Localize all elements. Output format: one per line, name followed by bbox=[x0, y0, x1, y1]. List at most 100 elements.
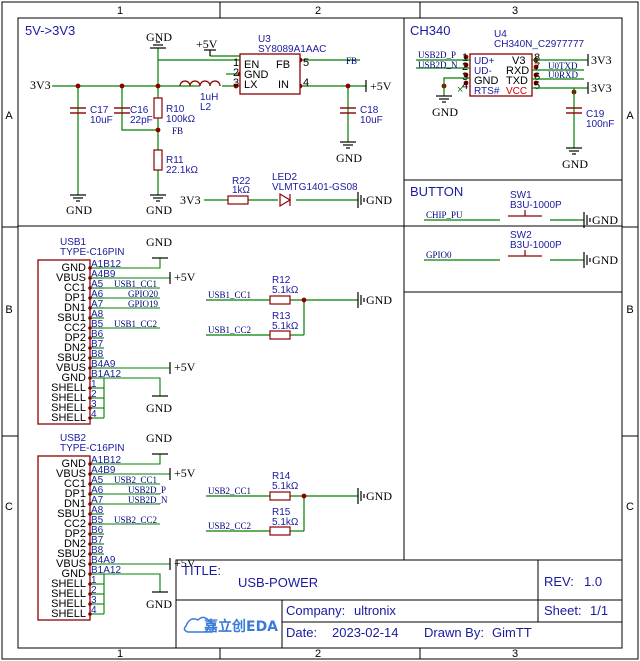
usb1-gnd-wire bbox=[104, 258, 161, 269]
net-3v3-led: 3V3 bbox=[180, 193, 201, 207]
usb1-pinnum-4: A7 bbox=[91, 299, 104, 310]
gnd-symbol-u4 bbox=[436, 95, 452, 103]
col-label-1-bottom: 1 bbox=[117, 648, 123, 660]
u4-pin-rts: RTS# bbox=[474, 86, 500, 97]
usb1-pin-7: DP2 bbox=[65, 332, 86, 344]
usb1-pin-dot-10 bbox=[88, 366, 92, 370]
usb1-pin-dot-11 bbox=[88, 376, 92, 380]
usb1-pin-2: CC1 bbox=[64, 282, 86, 294]
gnd-label-sw2: GND bbox=[592, 253, 618, 267]
usb1-pin-dot-7 bbox=[88, 336, 92, 340]
r14-value: 5.1kΩ bbox=[272, 481, 299, 492]
usb2-pin-dot-11 bbox=[88, 572, 92, 576]
usb2-pin-4: DN1 bbox=[64, 498, 86, 510]
usb1-pinnum-1: A4B9 bbox=[91, 269, 116, 280]
usb1-pin-6: CC2 bbox=[64, 322, 86, 334]
rev-label: REV: bbox=[544, 574, 574, 589]
ic-u3 bbox=[239, 53, 301, 95]
usb1-pin-9: SBU2 bbox=[57, 352, 86, 364]
usb1-gndb-wire bbox=[104, 377, 161, 396]
row-label-a-right: A bbox=[626, 110, 634, 122]
u4-num-3: 3 bbox=[462, 71, 468, 83]
r22-value: 1kΩ bbox=[232, 185, 251, 196]
gnd-symbol-top bbox=[150, 41, 166, 49]
u4-pin-txd: TXD bbox=[506, 75, 528, 87]
col-label-3: 3 bbox=[512, 5, 518, 17]
usb1-pinnum-15: 4 bbox=[91, 409, 97, 420]
usb2-net-label-3: USB2_CC2 bbox=[114, 515, 157, 525]
usb1-vbus-label: +5V bbox=[174, 270, 196, 284]
resistor-r12 bbox=[269, 295, 291, 305]
resistor-r10 bbox=[153, 97, 163, 119]
sw1-part: B3U-1000P bbox=[510, 200, 562, 211]
usb1-pin-dot-9 bbox=[88, 356, 92, 360]
junction-r14 bbox=[301, 493, 307, 499]
u4-num-1: 1 bbox=[462, 52, 468, 64]
r14-ref: R14 bbox=[272, 471, 291, 482]
usb1-body bbox=[37, 259, 91, 425]
usb2-gnd-bottom-label: GND bbox=[146, 597, 172, 611]
gnd-symbol-led bbox=[357, 192, 365, 208]
u4-pin-udp: UD+ bbox=[474, 56, 494, 67]
inner-frame bbox=[17, 17, 623, 649]
gnd-label-r11: GND bbox=[146, 203, 172, 217]
usb1-ref: USB1 bbox=[60, 237, 87, 248]
col-label-2: 2 bbox=[315, 5, 321, 17]
net-chip-pu: CHIP_PU bbox=[426, 210, 463, 220]
usb2-pinnum-0: A1B12 bbox=[91, 455, 121, 466]
resistor-r22 bbox=[227, 195, 249, 205]
u4-pin-v3: V3 bbox=[512, 55, 525, 67]
usb2-pin-7: DP2 bbox=[65, 528, 86, 540]
r13-value: 5.1kΩ bbox=[272, 321, 299, 332]
r15-value: 5.1kΩ bbox=[272, 517, 299, 528]
c19-value: 100nF bbox=[586, 119, 614, 130]
usb2-net-label-2: USB2D_N bbox=[128, 495, 168, 505]
usb2-pin-dot-7 bbox=[88, 532, 92, 536]
usb1-pinnum-6: B5 bbox=[91, 319, 104, 330]
u3-pin-en: EN bbox=[244, 59, 259, 71]
junction-r12 bbox=[301, 297, 307, 303]
net-3v3-vcc: 3V3 bbox=[591, 81, 612, 95]
c18-ref: C18 bbox=[360, 105, 379, 116]
gnd-label-top: GND bbox=[146, 30, 172, 44]
usb2-pin-9: SBU2 bbox=[57, 548, 86, 560]
usb2-gnd-top-label: GND bbox=[146, 431, 172, 445]
sw2-ref: SW2 bbox=[510, 230, 532, 241]
cc-resistor-wires bbox=[206, 299, 358, 532]
gnd-label-c17: GND bbox=[66, 203, 92, 217]
led2-ref: LED2 bbox=[272, 172, 297, 183]
usb1-net-label-3: USB1_CC2 bbox=[114, 319, 157, 329]
capacitor-c17 bbox=[70, 107, 86, 114]
usb1-pin-dot-1 bbox=[88, 276, 92, 280]
usb1-part: TYPE-C16PIN bbox=[60, 247, 124, 258]
net-5v-in: +5V bbox=[370, 79, 392, 93]
usb2-pin-0: GND bbox=[62, 458, 87, 470]
row-label-b: B bbox=[5, 304, 12, 316]
usb2-pinnum-12: 1 bbox=[91, 575, 97, 586]
usb2-pinnum-6: B5 bbox=[91, 515, 104, 526]
gnd-label-r12: GND bbox=[366, 293, 392, 307]
u4-ref: U4 bbox=[494, 29, 507, 40]
r22-ref: R22 bbox=[232, 176, 251, 187]
usb2-pinnum-13: 2 bbox=[91, 585, 97, 596]
usb2-pin-dot-5 bbox=[88, 512, 92, 516]
usb1-pinnum-5: A8 bbox=[91, 309, 104, 320]
net-u0rxd: U0RXD bbox=[548, 70, 579, 80]
sheet-label: Sheet: bbox=[544, 603, 582, 618]
usb1-pinnum-2: A5 bbox=[91, 279, 104, 290]
usb1-pin-3: DP1 bbox=[65, 292, 86, 304]
gnd-symbol-r12 bbox=[357, 292, 365, 308]
usb2-pin-dot-8 bbox=[88, 542, 92, 546]
led2-part: VLMTG1401-GS08 bbox=[272, 182, 358, 193]
u4-pin-vcc: VCC bbox=[506, 86, 527, 97]
sw2-part: B3U-1000P bbox=[510, 240, 562, 251]
title-block-frame bbox=[175, 559, 623, 649]
usb2-pin-dot-10 bbox=[88, 562, 92, 566]
usb1-pinnum-14: 3 bbox=[91, 399, 97, 410]
ch340-wires bbox=[416, 59, 588, 148]
usb1-pin-1: VBUS bbox=[56, 272, 86, 284]
usb2-body bbox=[37, 455, 91, 621]
button-wires bbox=[424, 219, 584, 261]
